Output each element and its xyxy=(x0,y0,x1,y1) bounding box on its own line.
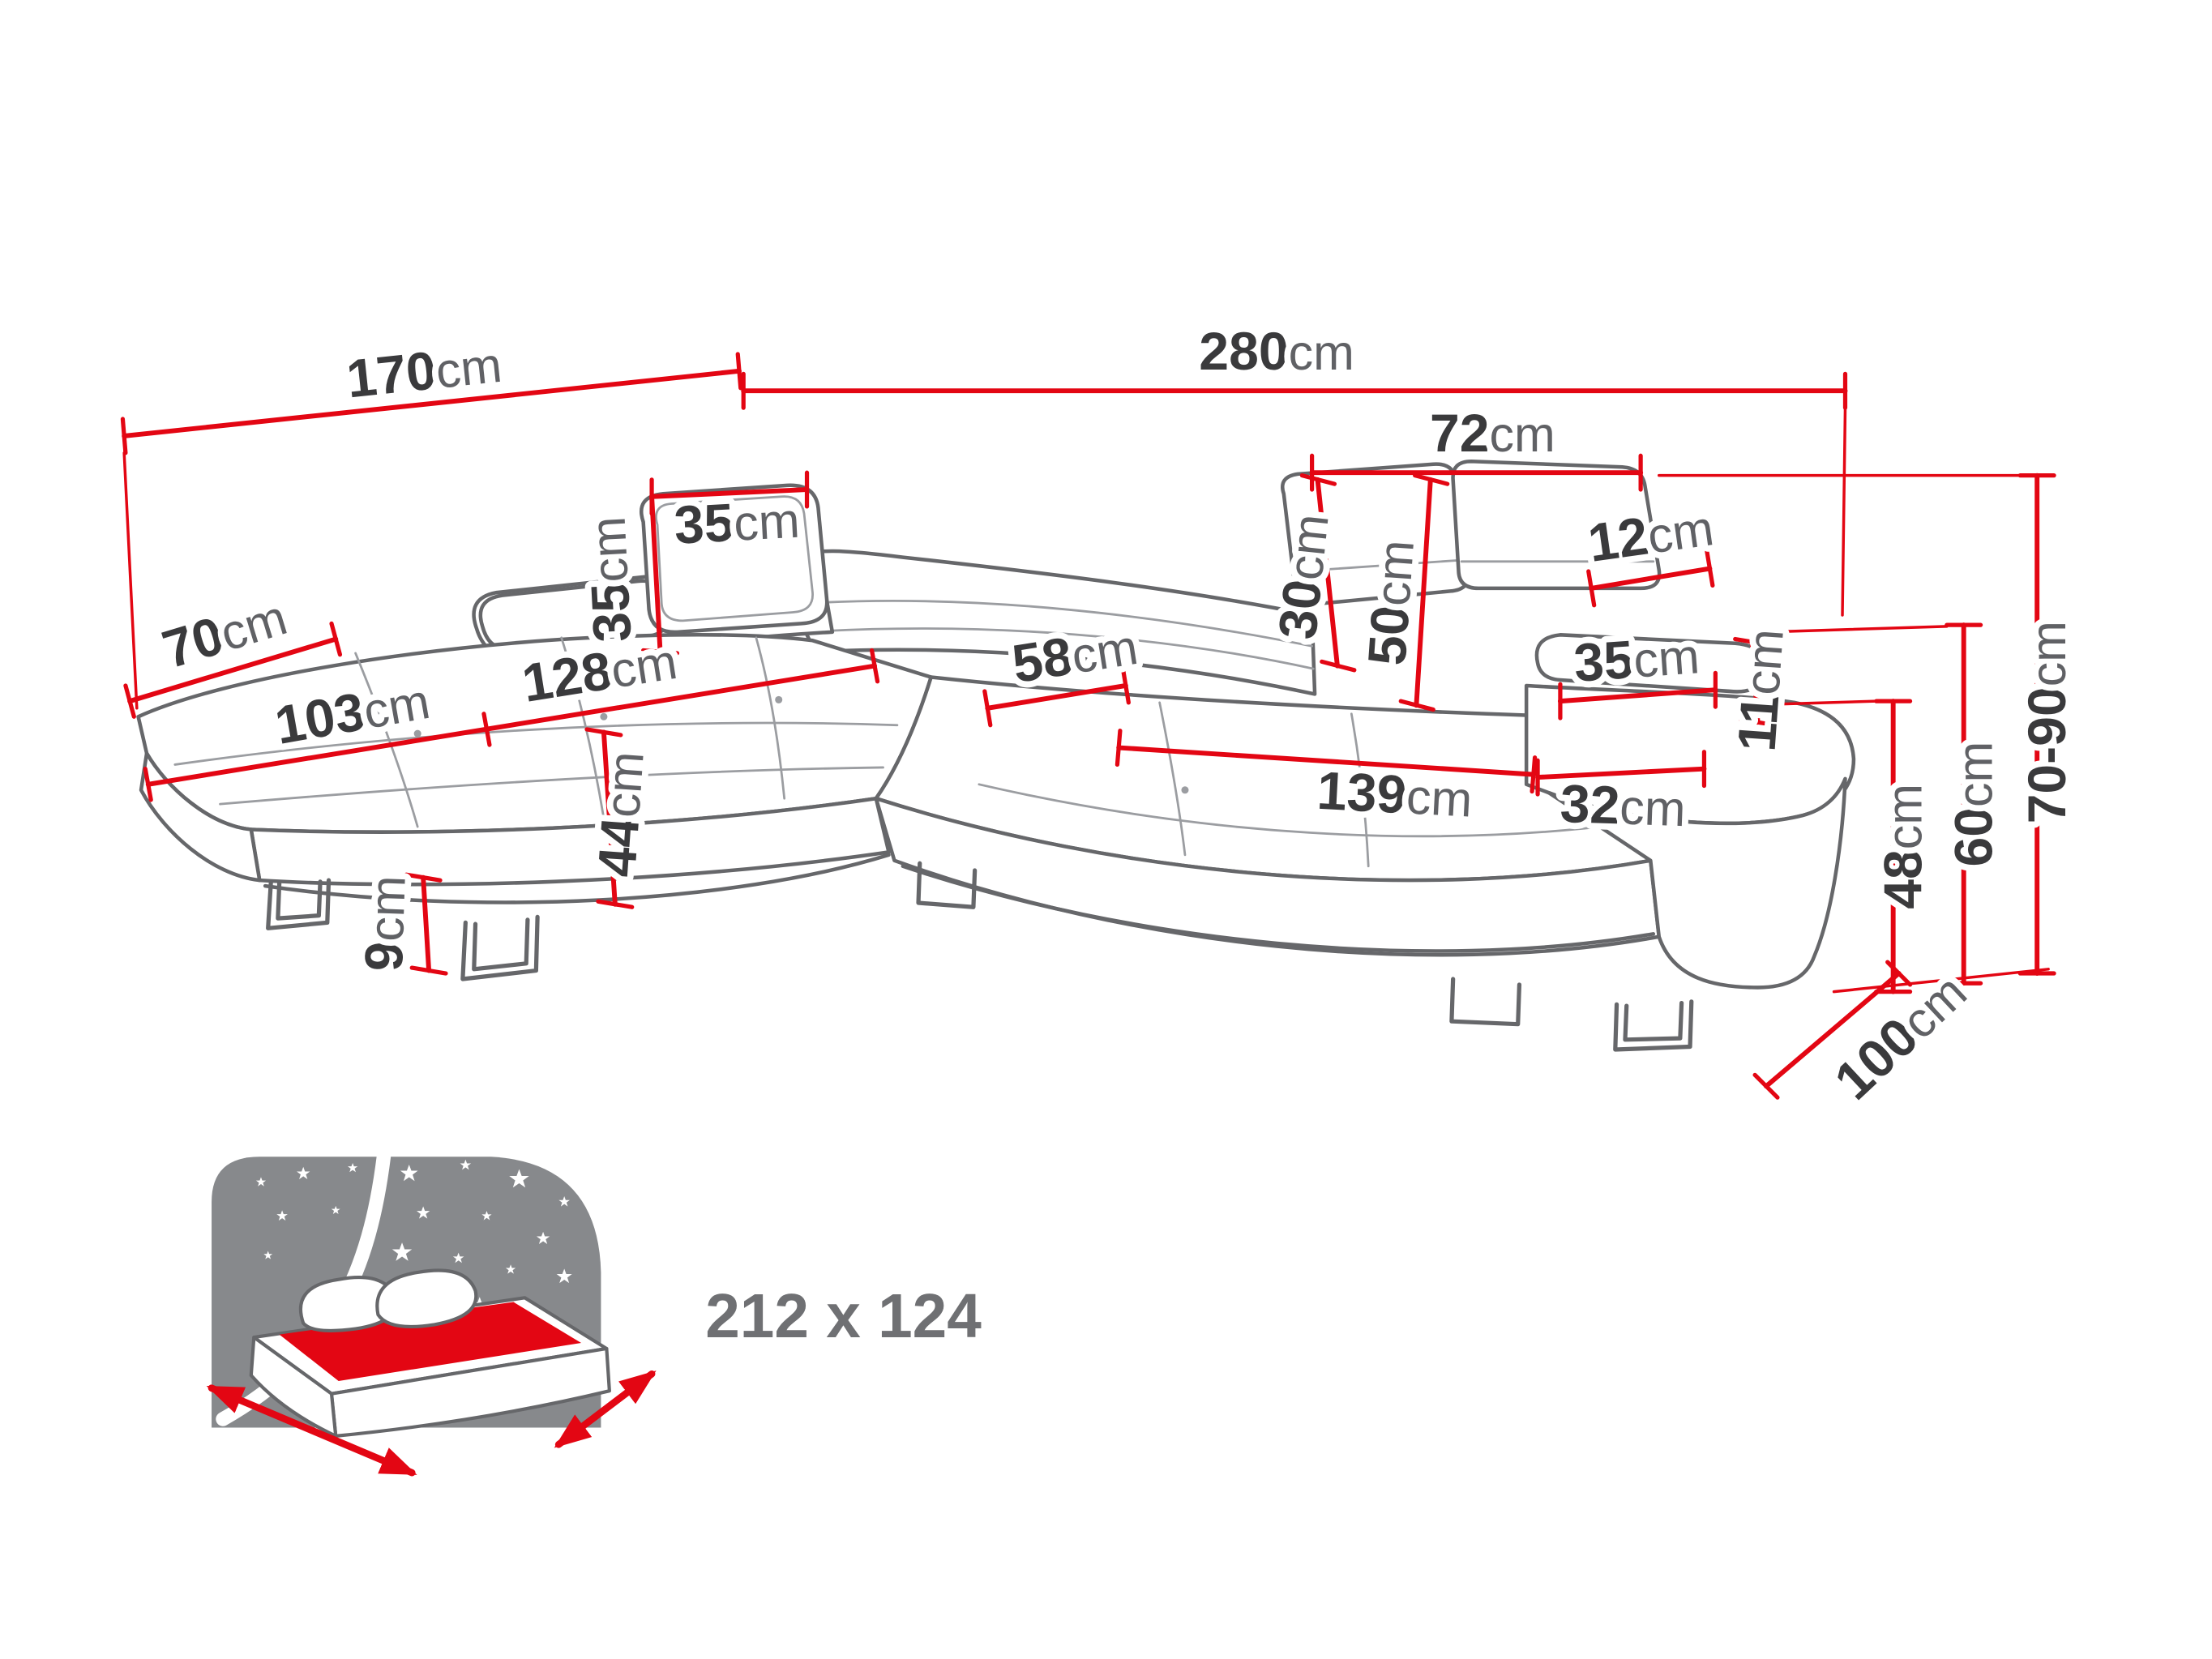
dim-9-label: 9cm xyxy=(354,874,417,972)
bed-icon xyxy=(206,1268,657,1477)
pillow-right xyxy=(375,1268,478,1328)
dimension-lines xyxy=(120,352,2056,1100)
right-armrest xyxy=(1524,633,1856,990)
dim-139-label: 139cm xyxy=(1316,761,1474,829)
dim-50 xyxy=(1398,473,1450,712)
dim-139 xyxy=(1115,729,1538,794)
tuft-dimples xyxy=(413,695,1370,811)
headrest-right xyxy=(1451,459,1662,591)
dim-12-label: 12cm xyxy=(1585,497,1718,574)
dim-32 xyxy=(1535,750,1707,797)
seat-base xyxy=(901,864,1656,953)
chaise-end xyxy=(139,751,262,883)
duvet xyxy=(279,1302,582,1382)
dim-44-label: 44cm xyxy=(587,750,656,879)
dim-35-pillow-width-label: 35cm xyxy=(673,490,801,556)
sleeping-size-label: 212 x 124 xyxy=(705,1282,982,1351)
dim-48-label: 48cm xyxy=(1873,784,1933,909)
dim-30-label: 30cm xyxy=(1268,511,1341,643)
dim-70-90 xyxy=(2017,472,2056,976)
sofa-legs xyxy=(266,861,1694,1052)
dim-11-label: 11cm xyxy=(1727,626,1795,753)
width-arrow xyxy=(206,1384,417,1477)
dim-70-90-label: 70-90cm xyxy=(2017,621,2077,823)
dim-32-label: 32cm xyxy=(1560,774,1687,838)
dim-12 xyxy=(1586,549,1715,608)
dim-48 xyxy=(1782,699,2050,994)
depth-arrow xyxy=(554,1370,657,1448)
dim-35-pillow-height-label: 35cm xyxy=(577,515,644,644)
dim-50-label: 50cm xyxy=(1357,538,1426,668)
right-armrest-pad xyxy=(1534,633,1766,694)
dim-44 xyxy=(584,727,635,909)
dim-9 xyxy=(404,872,448,976)
dim-170-label: 170cm xyxy=(344,334,504,410)
dim-30 xyxy=(1299,473,1357,673)
dim-170 xyxy=(120,352,743,710)
sleeping-area-icon xyxy=(206,1149,657,1477)
dim-72 xyxy=(1309,453,2022,492)
dim-35-armrest xyxy=(1557,670,1718,720)
dim-11 xyxy=(1733,636,1778,728)
dim-70 xyxy=(123,621,343,719)
dim-100 xyxy=(1752,960,1913,1100)
dim-280 xyxy=(741,371,1848,617)
dim-60-label: 60cm xyxy=(1944,742,2004,867)
dim-70-label: 70cm xyxy=(156,586,293,680)
dim-58 xyxy=(982,666,1131,728)
dim-72-label: 72cm xyxy=(1430,404,1555,464)
dim-103-128 xyxy=(143,648,880,802)
dim-280-label: 280cm xyxy=(1199,322,1354,382)
chaise-front xyxy=(249,796,891,887)
dim-35-pillow-height xyxy=(641,494,680,656)
dim-35-armrest-label: 35cm xyxy=(1572,625,1701,694)
dim-58-label: 58cm xyxy=(1008,616,1141,695)
dim-60 xyxy=(1765,622,1983,986)
